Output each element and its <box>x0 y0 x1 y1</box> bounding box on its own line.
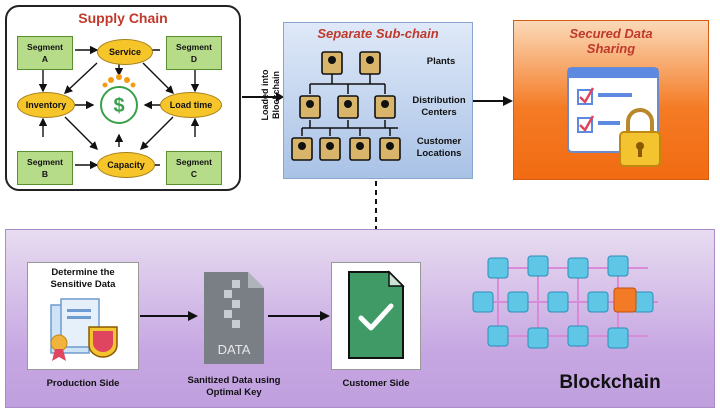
arrow-to-subchain <box>242 92 284 102</box>
blockchain-label: Blockchain <box>559 372 661 393</box>
checked-file-icon <box>348 270 405 359</box>
plants-label: Plants <box>426 56 456 67</box>
supply-chain-arrows: $ <box>38 45 200 170</box>
svg-text:$: $ <box>113 95 124 117</box>
segment-c: Segment C <box>166 151 222 185</box>
supply-chain-title: Supply Chain <box>78 10 168 26</box>
arrow-to-customer <box>268 311 330 321</box>
distribution-centers-label: Distribution Centers <box>412 95 466 118</box>
segment-b: Segment B <box>17 151 73 185</box>
blockchain-cubes-graphic <box>472 255 658 349</box>
capacity-node: Capacity <box>97 152 155 178</box>
data-file-text: DATA <box>218 342 251 357</box>
data-file-icon: DATA <box>204 272 264 364</box>
customer-locations-label: Customer Locations <box>416 136 462 159</box>
load-time-node: Load time <box>160 92 222 118</box>
sensitive-documents-icon <box>50 298 118 361</box>
inventory-node: Inventory <box>17 92 75 118</box>
sub-chain-title: Separate Sub-chain <box>317 26 439 41</box>
dashed-connector <box>375 181 377 229</box>
arrow-to-sanitized <box>140 311 198 321</box>
determine-sensitive-data-label: Determine the Sensitive Data <box>50 267 116 290</box>
secured-data-title: Secured Data Sharing <box>569 26 653 56</box>
segment-a: Segment A <box>17 36 73 70</box>
hierarchy-tree <box>291 51 401 161</box>
production-side-label: Production Side <box>46 378 120 389</box>
segment-d: Segment D <box>166 36 222 70</box>
service-node: Service <box>97 39 153 65</box>
secure-document-icon <box>567 67 661 167</box>
arrow-to-secured <box>473 96 513 106</box>
customer-side-label: Customer Side <box>342 378 410 389</box>
sanitized-data-label: Sanitized Data using Optimal Key <box>187 375 281 398</box>
